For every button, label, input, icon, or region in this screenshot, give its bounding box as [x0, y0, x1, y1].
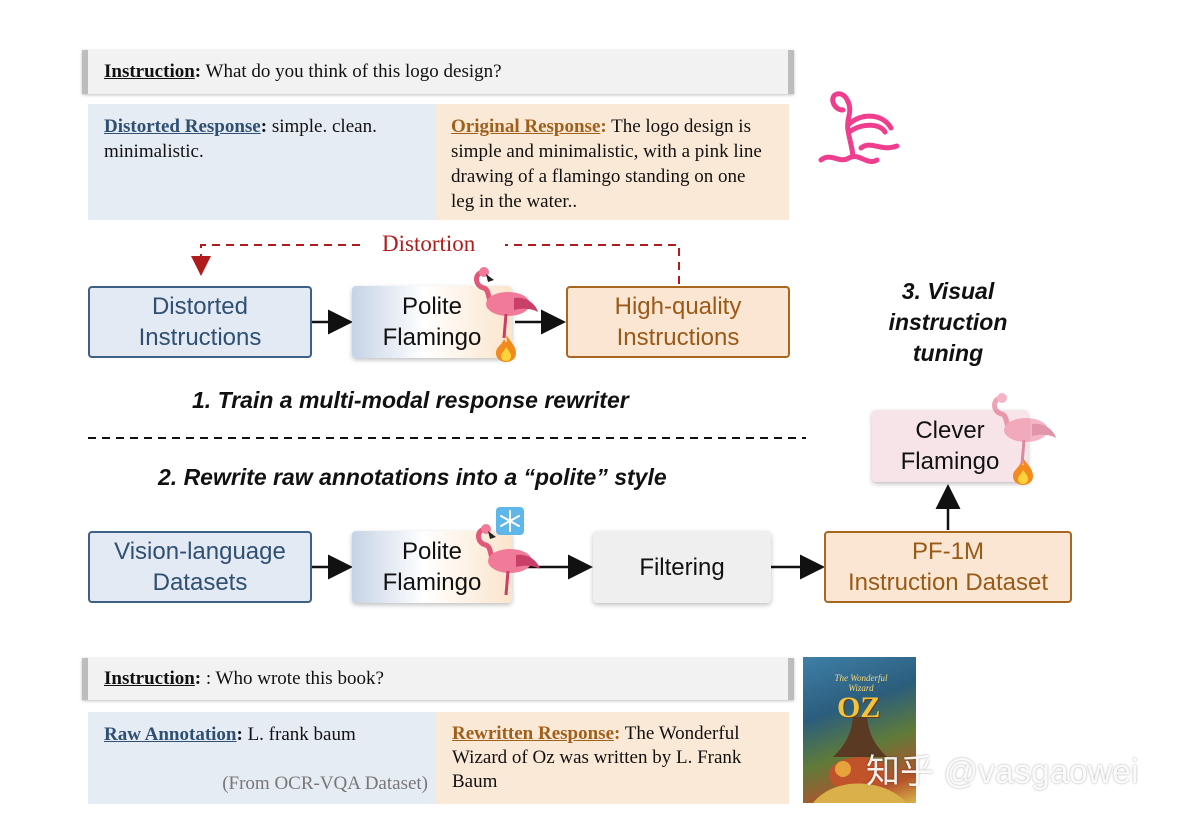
- original-response-panel: Original Response: The logo design is si…: [435, 104, 789, 220]
- rewritten-response-panel: Rewritten Response: The Wonderful Wizard…: [436, 712, 789, 804]
- raw-annotation-text: L. frank baum: [242, 724, 356, 745]
- flamingo-logo-icon: [818, 91, 900, 164]
- original-response-label: Original Response: [451, 116, 601, 137]
- distortion-label: Distortion: [382, 231, 476, 256]
- book-cover-image: The Wonderful Wizard OZ: [803, 657, 916, 803]
- filtering-box: Filtering: [593, 531, 771, 603]
- instruction-label: Instruction: [104, 668, 195, 689]
- fire-icon: [1013, 458, 1033, 485]
- rewritten-response-label: Rewritten Response: [452, 723, 615, 744]
- top-instruction-bar: Instruction: What do you think of this l…: [82, 50, 794, 94]
- instruction-text: What do you think of this logo design?: [201, 61, 502, 82]
- original-response-text: The logo design is simple and minimalist…: [451, 116, 762, 212]
- raw-annotation-label: Raw Annotation: [104, 724, 237, 745]
- book-cover-title: The Wonderful Wizard: [834, 673, 888, 693]
- distorted-response-label: Distorted Response: [104, 116, 261, 137]
- flamingo-icon: [476, 524, 540, 596]
- watermark-text: 知乎 @vasgaowei: [866, 753, 1139, 791]
- snowflake-icon: [496, 507, 524, 535]
- bottom-instruction-bar: Instruction: : Who wrote this book?: [82, 658, 794, 700]
- distorted-response-panel: Distorted Response: simple. clean. minim…: [88, 104, 440, 220]
- instruction-text: : Who wrote this book?: [201, 668, 384, 689]
- flamingo-icon: [992, 393, 1056, 465]
- flamingo-icon: [474, 267, 538, 339]
- distorted-response-text: simple. clean. minimalistic.: [104, 116, 377, 162]
- raw-annotation-panel: Raw Annotation: L. frank baum (From OCR-…: [88, 712, 442, 804]
- stage2-heading: 2. Rewrite raw annotations into a “polit…: [158, 464, 667, 490]
- stage1-heading: 1. Train a multi-modal response rewriter: [192, 387, 629, 413]
- raw-source-note: (From OCR-VQA Dataset): [222, 773, 428, 794]
- rewritten-response-text: The Wonderful Wizard of Oz was written b…: [452, 723, 742, 792]
- stage3-heading: 3. Visual instruction tuning: [888, 278, 1008, 366]
- instruction-label: Instruction: [104, 61, 195, 82]
- fire-icon: [496, 335, 516, 362]
